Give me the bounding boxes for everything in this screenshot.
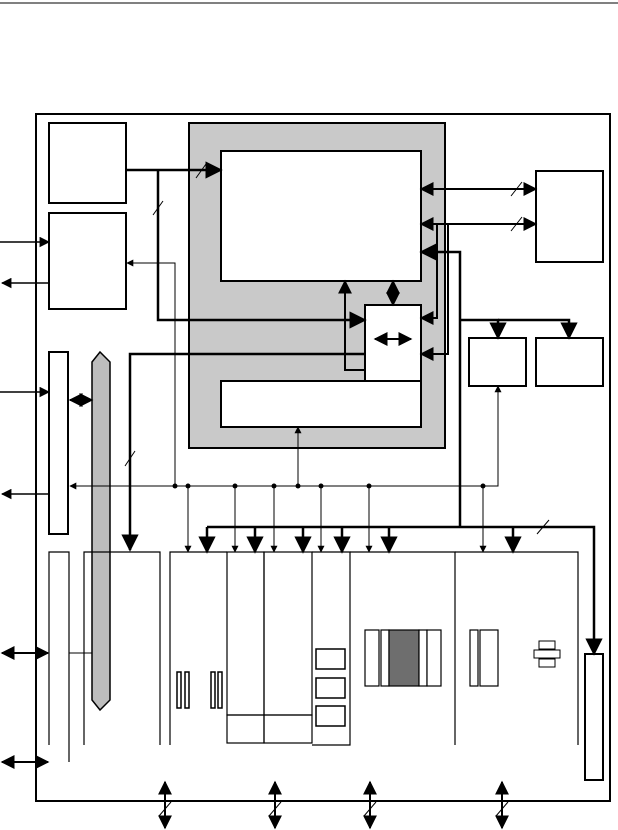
bus-slash-1 — [195, 163, 207, 179]
block-right-mid-b — [535, 337, 604, 387]
right-loop-1 — [419, 224, 438, 325]
stacked-chip-icon — [533, 640, 561, 668]
control-taps — [184, 486, 487, 553]
bus-to-mid-a — [460, 318, 507, 340]
block-right-narrow — [584, 653, 604, 781]
core-main-block — [220, 150, 422, 282]
chip-cluster-icon — [364, 629, 442, 687]
block-right-mid-a — [468, 337, 527, 387]
control-line-to-left-io — [126, 259, 176, 486]
bus-to-mid-b — [498, 318, 578, 340]
chip-pair-icon — [469, 629, 499, 687]
core-control-block — [364, 304, 422, 382]
bus-slash-2 — [152, 200, 164, 216]
bus-slash-3 — [510, 181, 523, 197]
bus-slash-5 — [536, 519, 550, 535]
control-to-main-feedback — [338, 279, 365, 371]
block-top-left — [48, 122, 127, 204]
chip-boundary — [35, 113, 611, 802]
pin-groups — [176, 671, 223, 709]
peripheral-outlines — [48, 551, 579, 762]
bus-slash-4 — [510, 216, 523, 232]
bottom-bus-slashes — [158, 801, 509, 817]
block-right-top — [535, 170, 604, 263]
block-left-io — [48, 212, 127, 310]
small-blocks — [315, 648, 346, 727]
internal-bus-bar — [91, 350, 111, 712]
core-lower-block — [220, 380, 422, 428]
control-line-to-mid-a — [483, 385, 502, 487]
top-block-to-control — [156, 170, 367, 329]
bottom-io-arrows — [158, 780, 509, 830]
system-bus-horizontal — [207, 525, 603, 656]
system-bus-vertical — [419, 243, 462, 527]
bus-slash-6 — [124, 450, 136, 467]
junction-dots — [172, 483, 486, 489]
bus-to-control — [121, 352, 365, 552]
block-left-bar — [48, 351, 69, 535]
right-loop-2 — [419, 224, 449, 361]
bus-drop-arrows — [198, 527, 522, 554]
